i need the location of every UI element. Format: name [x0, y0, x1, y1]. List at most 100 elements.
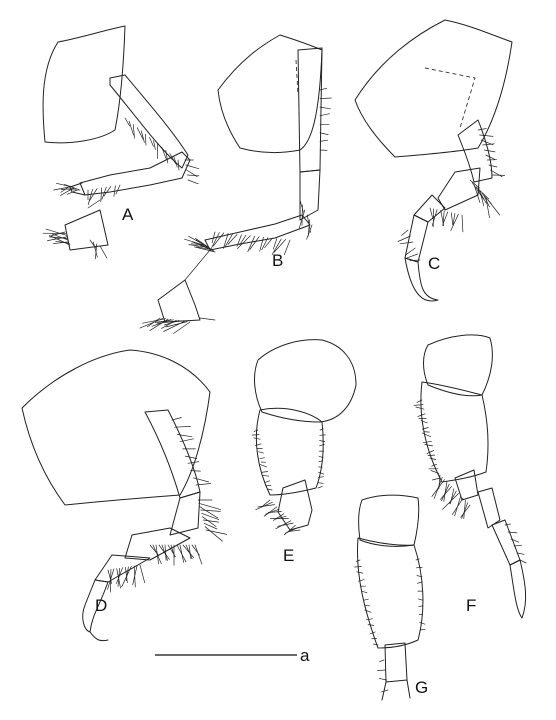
- seta: [100, 187, 103, 202]
- seta: [121, 566, 132, 588]
- seta: [379, 678, 388, 681]
- seta: [423, 431, 430, 433]
- appendage-b-merus: [299, 169, 321, 221]
- seta: [442, 493, 459, 510]
- seta: [485, 197, 490, 219]
- seta: [164, 544, 167, 561]
- seta: [275, 520, 292, 530]
- appendage-f-dactylus: [509, 559, 527, 619]
- seta: [318, 460, 324, 462]
- seta: [223, 233, 229, 249]
- seta: [451, 497, 464, 515]
- appendage-g: G: [354, 494, 428, 701]
- seta: [156, 320, 183, 324]
- seta: [60, 187, 77, 190]
- appendage-a-setae: [42, 117, 200, 260]
- seta: [258, 451, 264, 454]
- seta: [365, 618, 373, 621]
- seta: [188, 544, 192, 560]
- seta: [479, 134, 494, 137]
- seta: [203, 522, 218, 530]
- seta: [429, 457, 437, 460]
- seta: [424, 444, 433, 447]
- seta: [432, 477, 441, 481]
- seta: [253, 429, 259, 432]
- seta: [397, 235, 411, 242]
- seta: [431, 209, 438, 227]
- seta: [419, 621, 426, 625]
- appendage-b-distal-segments: [204, 214, 311, 251]
- seta: [452, 213, 456, 225]
- panel-label-a: A: [122, 205, 134, 224]
- seta: [483, 149, 496, 153]
- seta: [201, 512, 220, 520]
- seta: [415, 558, 420, 561]
- appendage-e-basis: [255, 407, 324, 496]
- seta: [319, 139, 328, 142]
- seta: [195, 237, 215, 252]
- seta: [319, 113, 330, 117]
- seta: [298, 209, 306, 229]
- seta: [263, 506, 278, 517]
- seta: [205, 529, 228, 535]
- seta: [443, 481, 448, 502]
- seta: [490, 169, 503, 178]
- appendage-g-coxa: [358, 494, 420, 547]
- appendage-c-propodus: [404, 214, 429, 263]
- seta: [113, 185, 116, 197]
- seta: [191, 241, 210, 249]
- seta: [441, 483, 450, 502]
- seta: [422, 427, 429, 430]
- seta: [116, 567, 123, 584]
- seta: [212, 232, 225, 247]
- seta: [409, 259, 421, 262]
- scale-bar: a: [155, 646, 310, 665]
- seta: [306, 224, 313, 240]
- appendage-d-basis: [144, 409, 201, 499]
- seta: [488, 164, 498, 168]
- seta: [381, 689, 389, 693]
- seta: [271, 238, 282, 256]
- seta: [210, 232, 220, 249]
- seta: [477, 188, 487, 204]
- seta: [132, 124, 135, 139]
- seta: [287, 529, 301, 533]
- appendage-a: A: [42, 25, 200, 260]
- seta: [406, 253, 418, 259]
- appendage-g-basis: [356, 537, 424, 649]
- appendage-d-carpus: [124, 527, 191, 561]
- seta: [417, 598, 423, 601]
- panel-label-f: F: [466, 596, 476, 615]
- seta: [469, 179, 481, 189]
- appendage-f-basis: [420, 381, 489, 483]
- seta: [237, 235, 251, 249]
- appendage-b-setae: [139, 87, 332, 334]
- seta: [267, 511, 282, 513]
- seta: [482, 143, 495, 146]
- appendage-c-merus: [437, 167, 481, 211]
- seta: [125, 566, 129, 581]
- seta: [154, 319, 174, 323]
- seta: [239, 234, 247, 246]
- seta: [461, 214, 464, 233]
- seta: [450, 213, 459, 231]
- seta: [198, 502, 221, 510]
- appendage-a-coxa: [42, 25, 126, 144]
- seta: [255, 443, 262, 446]
- seta: [187, 179, 199, 185]
- appendage-c: C: [354, 19, 513, 302]
- seta: [429, 207, 434, 220]
- seta: [460, 504, 471, 518]
- seta: [173, 321, 191, 334]
- seta: [142, 318, 166, 324]
- seta: [195, 483, 212, 486]
- seta: [418, 605, 423, 608]
- seta: [202, 519, 219, 523]
- scale-bar-label: a: [300, 646, 310, 665]
- seta: [153, 140, 156, 150]
- appendage-g-setae: [354, 558, 426, 693]
- appendage-e: E: [251, 339, 357, 565]
- seta: [473, 184, 481, 203]
